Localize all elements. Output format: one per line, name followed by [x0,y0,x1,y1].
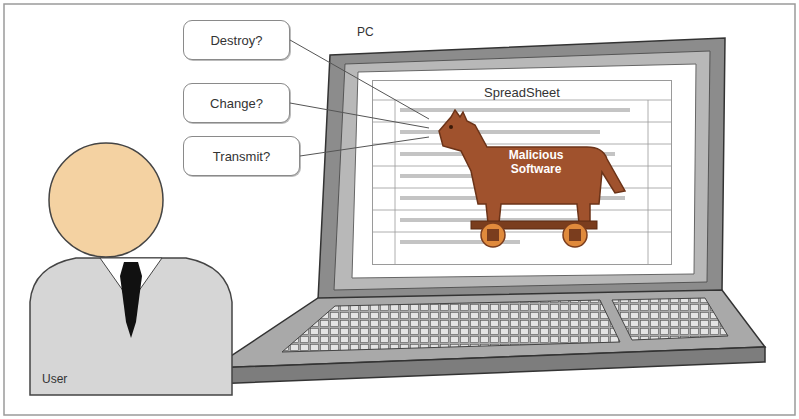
user-body [30,258,232,395]
horse-shape [429,109,639,249]
keypad [612,298,728,340]
user-head [49,143,163,257]
laptop-base-edge [213,347,765,384]
laptop-lid [318,38,725,300]
spreadsheet-grid [372,100,672,265]
callout-text: Transmit? [213,149,270,164]
device-label: PC [357,25,374,39]
laptop-bezel [334,51,710,290]
spreadsheet-scribble [400,108,630,244]
callout-box: Destroy? [183,20,290,60]
window-title: SpreadSheet [373,85,671,100]
callout-text: Destroy? [210,33,262,48]
frame [4,4,795,415]
laptop-screen [352,64,696,278]
horse-label: Malicious Software [486,148,587,176]
trojan-horse: Malicious Software [429,109,639,249]
user-label: User [42,372,67,386]
callout-leader [290,40,429,119]
callout-box: Change? [183,83,290,123]
user-tie [120,262,142,338]
callout-leader [290,103,429,128]
keyboard [282,300,620,352]
spreadsheet-window: SpreadSheetMalicious Software [372,80,672,265]
callout-box: Transmit? [183,136,300,176]
callout-text: Change? [210,96,263,111]
callout-leader [300,137,429,156]
